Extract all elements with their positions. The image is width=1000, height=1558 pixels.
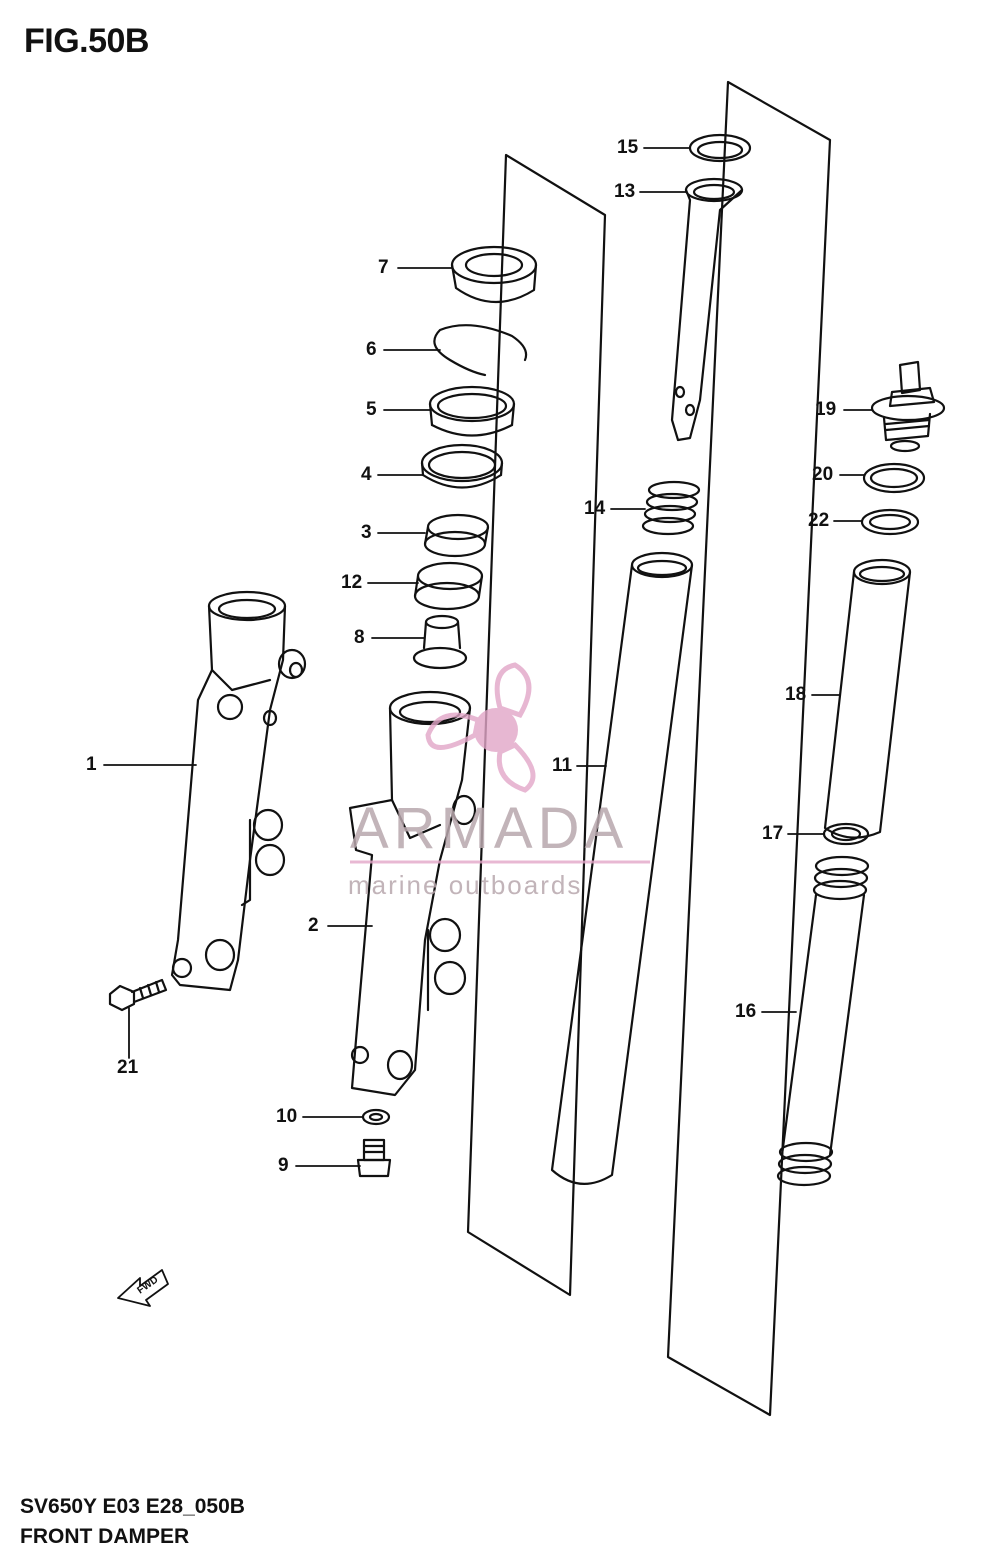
callout-2: 2 xyxy=(308,915,319,936)
callout-7: 7 xyxy=(378,257,389,278)
fwd-arrow xyxy=(117,1269,169,1307)
callout-8: 8 xyxy=(354,627,365,648)
part-7-dust-seal xyxy=(450,245,538,304)
part-11-inner-tube xyxy=(550,551,694,1185)
watermark-propeller-blade-left xyxy=(425,712,481,750)
part-13-cylinder xyxy=(670,177,744,442)
assembly-frame-middle xyxy=(466,153,607,1297)
callout-12: 12 xyxy=(341,572,363,593)
callout-19: 19 xyxy=(815,399,837,420)
part-8-oil-lock xyxy=(412,614,468,670)
callout-20: 20 xyxy=(812,464,834,485)
part-20-o-ring xyxy=(862,462,926,494)
assembly-frame-right xyxy=(666,80,832,1417)
part-17-washer xyxy=(822,822,870,846)
figure-name: FRONT DAMPER xyxy=(20,1525,190,1548)
callout-1: 1 xyxy=(86,754,97,775)
watermark-propeller-blade-right xyxy=(496,741,536,793)
callout-22: 22 xyxy=(808,510,830,531)
callout-6: 6 xyxy=(366,339,377,360)
part-21-bolt xyxy=(108,978,168,1012)
part-3-bush xyxy=(423,513,490,558)
callout-13: 13 xyxy=(614,181,636,202)
callout-14: 14 xyxy=(584,498,606,519)
part-22-washer xyxy=(860,508,920,536)
watermark-propeller-blade-top xyxy=(494,662,532,719)
part-2-outer-tube-right xyxy=(348,690,477,1097)
callout-9: 9 xyxy=(278,1155,289,1176)
callout-5: 5 xyxy=(366,399,377,420)
callout-16: 16 xyxy=(735,1001,757,1022)
callout-15: 15 xyxy=(617,137,639,158)
part-14-spring xyxy=(641,480,701,536)
figure-code: SV650Y E03 E28_050B xyxy=(20,1495,245,1518)
watermark-word: ARMADA xyxy=(350,796,629,861)
figure-title: FIG.50B xyxy=(24,22,149,60)
callout-18: 18 xyxy=(785,684,807,705)
callout-21: 21 xyxy=(117,1057,139,1078)
watermark-propeller-hub xyxy=(474,708,518,752)
callout-10: 10 xyxy=(276,1106,298,1127)
part-4-washer xyxy=(420,443,504,489)
part-15-ring xyxy=(688,133,752,163)
part-12-bush xyxy=(413,561,484,611)
watermark-propeller-icon xyxy=(425,662,536,793)
part-16-spring xyxy=(776,855,870,1187)
callout-4: 4 xyxy=(361,464,372,485)
part-19-cap-bolt xyxy=(870,360,946,453)
callout-11: 11 xyxy=(552,755,573,776)
part-18-spacer xyxy=(823,558,912,839)
part-6-ring xyxy=(433,324,528,377)
part-1-outer-tube-left xyxy=(170,590,307,992)
leader-lines xyxy=(103,147,873,1167)
part-9-bolt xyxy=(356,1138,392,1178)
part-10-washer xyxy=(361,1108,391,1126)
watermark-tagline: marine outboards xyxy=(348,870,583,900)
part-5-oil-seal xyxy=(428,385,516,437)
callout-17: 17 xyxy=(762,823,784,844)
callout-3: 3 xyxy=(361,522,372,543)
